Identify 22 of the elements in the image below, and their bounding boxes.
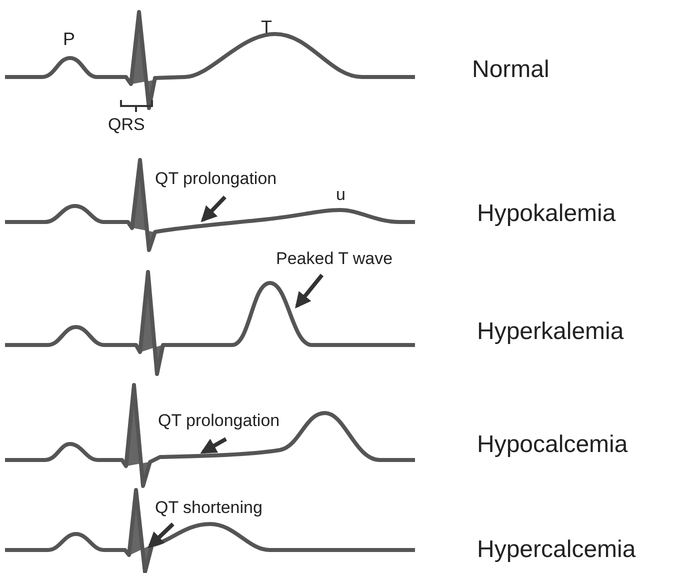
wave-label: P: [63, 28, 76, 50]
condition-label: Hypocalcemia: [477, 430, 628, 460]
condition-label: Hypokalemia: [477, 199, 616, 229]
annotation-label: Peaked T wave: [276, 248, 416, 270]
arrow: [295, 274, 324, 308]
wave-label: QRS: [108, 114, 145, 136]
condition-label: Hypercalcemia: [477, 535, 636, 565]
annotation-label: QT shortening: [155, 497, 285, 519]
annotation-label: QT prolongation: [155, 168, 325, 192]
ecg-trace: [5, 383, 415, 488]
arrow: [200, 196, 226, 222]
annotation-label: QT prolongation: [158, 410, 328, 434]
wave-label: u: [336, 184, 346, 206]
arrow: [200, 437, 227, 454]
ecg-trace: [5, 158, 415, 252]
wave-label: T: [261, 16, 272, 38]
condition-label: Normal: [472, 55, 550, 85]
ecg-trace: [5, 488, 415, 573]
ecg-trace: [5, 10, 415, 110]
condition-label: Hyperkalemia: [477, 317, 624, 347]
ecg-trace: [5, 270, 415, 376]
arrow: [148, 522, 174, 548]
